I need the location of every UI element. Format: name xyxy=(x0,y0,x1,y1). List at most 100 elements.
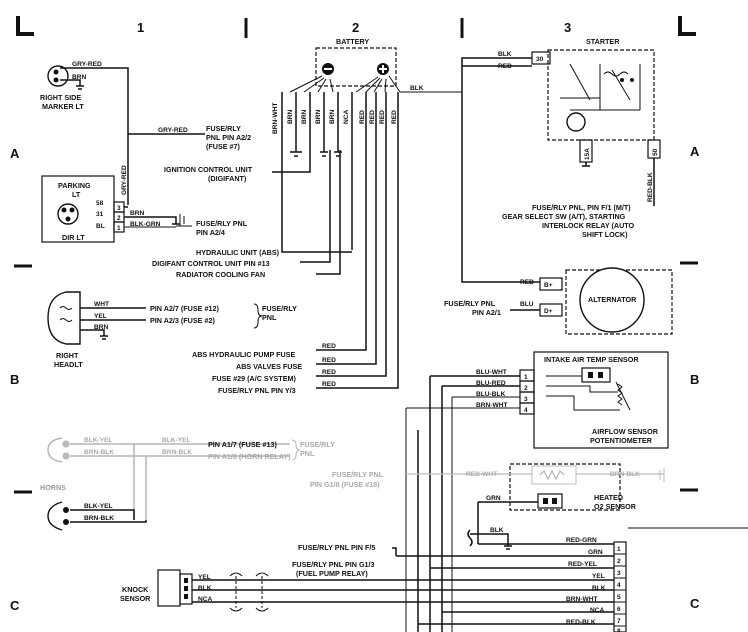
marker-title-1: RIGHT SIDE xyxy=(40,93,81,102)
wire-label-red-3: RED xyxy=(379,110,386,124)
parking-title-1: PARKING xyxy=(58,181,91,190)
parking-title-3: DIR LT xyxy=(62,233,85,242)
fuse-a24-line2: PIN A2/4 xyxy=(196,228,225,237)
connector-wire-red-blk: RED-BLK xyxy=(566,619,596,626)
intake-pot-line1: AIRFLOW SENSOR xyxy=(592,427,659,436)
horns-fuse-line2: PNL xyxy=(300,449,315,458)
fuse-a22-wire-label: GRY-RED xyxy=(158,127,188,134)
knock-wire-yel: YEL xyxy=(198,574,211,581)
frame-marks xyxy=(14,16,698,494)
abs-feed-line2: ABS VALVES FUSE xyxy=(236,362,302,371)
column-3-label: 3 xyxy=(564,20,571,35)
intake-wire-blu-red: BLU-RED xyxy=(476,380,506,387)
horns-lower-wire-brn-blk: BRN-BLK xyxy=(84,515,114,522)
alternator-dplus: D+ xyxy=(544,308,553,315)
connector-wire-grn: GRN xyxy=(588,549,603,556)
starter-blk-wire-label: BLK xyxy=(498,51,512,58)
horns-wire-brn-blk-2: BRN-BLK xyxy=(162,449,192,456)
wire-label-brn-3: BRN xyxy=(315,109,322,124)
intake-title: INTAKE AIR TEMP SENSOR xyxy=(544,355,639,364)
parking-conn-2: 2 xyxy=(117,215,121,222)
connector-pin-8: 8 xyxy=(617,628,621,632)
alternator: ALTERNATOR B+ D+ RED BLU FUSE/RLY PNL PI… xyxy=(444,267,673,335)
wire-label-brn-wht: BRN-WHT xyxy=(272,103,279,135)
intake-pin-2: 2 xyxy=(524,385,528,392)
harness-verticals xyxy=(405,376,453,632)
connector-pin-3: 3 xyxy=(617,570,621,577)
o2-fuse-line1: FUSE/RLY PNL xyxy=(332,470,384,479)
parking-lt: PARKING LT DIR LT 58 31 BL 3 2 1 GRY-RED… xyxy=(41,165,185,243)
wire-label-red-1: RED xyxy=(359,110,366,124)
fuse-f5-wire xyxy=(392,547,397,556)
abs-feed-wire-3: RED xyxy=(322,369,336,376)
parking-conn-3: 3 xyxy=(117,205,121,212)
horns-wire-brn-blk-1: BRN-BLK xyxy=(84,449,114,456)
marker-wire-brn: BRN xyxy=(72,74,87,81)
horns-title: HORNS xyxy=(40,483,66,492)
row-c-right-label: C xyxy=(690,596,700,611)
o2-fuse-line2: PIN G1/8 (FUSE #18) xyxy=(310,480,380,489)
intake-pot-line2: POTENTIOMETER xyxy=(590,436,653,445)
alternator-fuse-line2: PIN A2/1 xyxy=(472,308,501,317)
connector-pin-6: 6 xyxy=(617,606,621,613)
row-a-right-label: A xyxy=(690,144,700,159)
intake-pin-3: 3 xyxy=(524,396,528,403)
abs-feed-wire-2: RED xyxy=(322,357,336,364)
horns-lower: BLK-YEL BRN-BLK xyxy=(47,501,147,531)
headlt-title-2: HEADLT xyxy=(54,360,83,369)
row-b-left-label: B xyxy=(10,372,19,387)
wire-label-red-2: RED xyxy=(369,110,376,124)
intake-wire-blu-wht: BLU-WHT xyxy=(476,369,507,376)
intake-pin-1: 1 xyxy=(524,374,528,381)
heated-o2-sensor: RED-WHT BRN-BLK GRN HEATED O2 SENSOR FUS… xyxy=(310,463,665,544)
connector-wire-brn-wht: BRN-WHT xyxy=(566,596,598,603)
bottom-ground: BLK xyxy=(467,527,512,550)
wire-label-nca: NCA xyxy=(343,109,350,124)
battery-wire-labels: BRN-WHT BRN BRN BRN BRN NCA RED RED RED … xyxy=(272,103,398,135)
knock-wire-blk: BLK xyxy=(198,585,212,592)
column-2-label: 2 xyxy=(352,20,359,35)
wire-label-brn-2: BRN xyxy=(301,109,308,124)
row-b-right-label: B xyxy=(690,372,699,387)
digifant-pin-label: DIGIFANT CONTROL UNIT PIN #13 xyxy=(152,259,270,268)
connector-wire-red-yel: RED-YEL xyxy=(568,561,597,568)
right-headlt: RIGHT HEADLT WHT YEL BRN PIN A2/7 (FUSE … xyxy=(47,291,297,369)
row-c-left-label: C xyxy=(10,598,20,613)
fuse-g13-line2: (FUEL PUMP RELAY) xyxy=(296,569,368,578)
headlt-wire-brn: BRN xyxy=(94,324,109,331)
knock-wire-nca: NCA xyxy=(198,596,213,603)
o2-wire-brn-blk: BRN-BLK xyxy=(610,471,640,478)
column-1-label: 1 xyxy=(137,20,144,35)
knock-title-2: SENSOR xyxy=(120,594,151,603)
headlt-title-1: RIGHT xyxy=(56,351,79,360)
fuse-a22-line1: FUSE/RLY xyxy=(206,124,241,133)
abs-feeds: ABS HYDRAULIC PUMP FUSE ABS VALVES FUSE … xyxy=(192,343,336,395)
icu-line2: (DIGIFANT) xyxy=(208,174,247,183)
starter-terminal-30: 30 xyxy=(536,56,544,63)
connector-wire-blk: BLK xyxy=(592,585,606,592)
horns-pin-a17: PIN A1/7 (FUSE #13) xyxy=(208,440,277,449)
horns-fuse-line1: FUSE/RLY xyxy=(300,440,335,449)
starter: STARTER 30 15A 50 xyxy=(461,37,661,283)
row-a-left-label: A xyxy=(10,146,20,161)
starter-info-line3: INTERLOCK RELAY (AUTO xyxy=(542,221,635,230)
bottom-blk-wire-label: BLK xyxy=(490,527,504,534)
connector-wire-nca: NCA xyxy=(590,607,605,614)
parking-wire-brn: BRN xyxy=(130,210,145,217)
o2-title-2: O2 SENSOR xyxy=(594,502,637,511)
starter-feed-labels: FUSE/RLY PNL, PIN F/1 (M/T) GEAR SELECT … xyxy=(502,203,635,239)
starter-info-line1: FUSE/RLY PNL, PIN F/1 (M/T) xyxy=(532,203,631,212)
connector-wire-red-grn: RED-GRN xyxy=(566,537,597,544)
fuse-a24: FUSE/RLY PNL PIN A2/4 xyxy=(176,219,248,237)
fuse-f5-label: FUSE/RLY PNL PIN F/5 xyxy=(298,543,375,552)
knock-title-1: KNOCK xyxy=(122,585,149,594)
horns-wire-blk-yel-1: BLK-YEL xyxy=(84,437,113,444)
right-side-marker-lt: RIGHT SIDE MARKER LT GRY-RED BRN xyxy=(40,61,205,205)
icu-line1: IGNITION CONTROL UNIT xyxy=(164,165,253,174)
abs-feed-line3: FUSE #29 (A/C SYSTEM) xyxy=(212,374,296,383)
connector-wire-yel: YEL xyxy=(592,573,605,580)
starter-info-line2: GEAR SELECT SW (A/T), STARTING xyxy=(502,212,626,221)
battery-title: BATTERY xyxy=(336,37,369,46)
starter-terminal-50: 50 xyxy=(652,148,659,156)
intake-pin-4: 4 xyxy=(524,407,528,414)
